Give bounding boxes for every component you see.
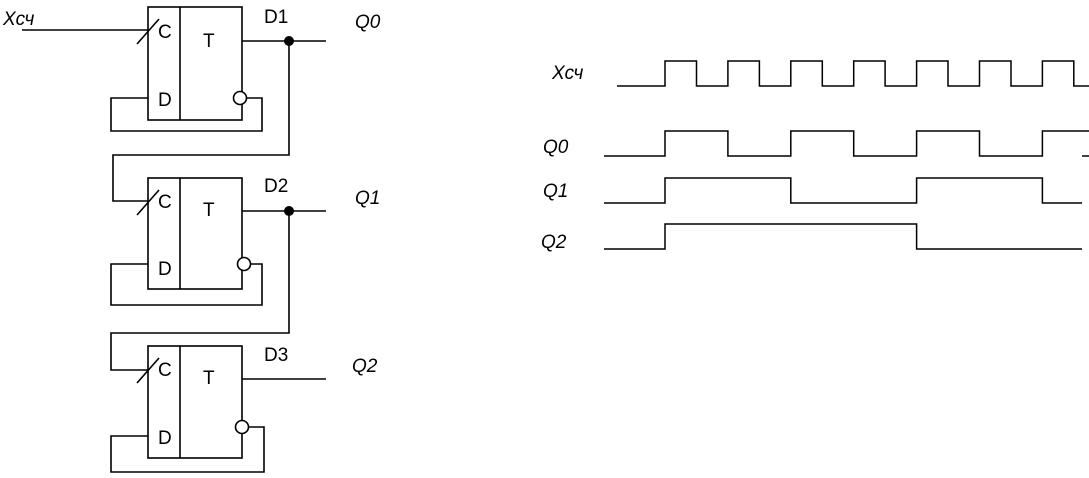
waveform-q0 [604, 130, 1089, 157]
timing-label-q2: Q2 [541, 232, 567, 253]
flipflop-d2-type: T [203, 200, 215, 221]
waveform-xсч [617, 60, 1089, 87]
output-label-q0: Q0 [355, 12, 381, 33]
flipflop-d2-clock-edge-mark [136, 189, 160, 216]
waveform-q2 [604, 223, 1082, 250]
flipflop-d3-clock-edge-mark [136, 357, 160, 384]
flipflop-d1-pin-c: C [158, 22, 172, 43]
flipflop-d1-inverted-output [232, 90, 248, 106]
clock-wire-d1-d2 [112, 41, 290, 202]
flipflop-d3-body [147, 345, 243, 459]
flipflop-d3-feedback-wire [110, 426, 265, 473]
flipflop-d1-clock-edge-mark [136, 18, 160, 45]
flipflop-d3-pin-d: D [158, 428, 172, 449]
flipflop-d2-inverted-output [236, 256, 252, 272]
flipflop-d3: C D T D3 Q2 [110, 345, 378, 473]
flipflop-d1-pin-d: D [158, 90, 172, 111]
timing-label-xсч: Xсч [551, 63, 584, 84]
output-label-q1: Q1 [355, 188, 380, 209]
flipflop-d2-feedback-wire [110, 263, 263, 306]
flipflop-d2-body [147, 177, 243, 290]
flipflop-d1-body [147, 6, 243, 121]
flipflop-d3-pin-c: C [158, 360, 172, 381]
flipflop-d3-name: D3 [264, 345, 288, 366]
flipflop-d1-type: T [203, 31, 215, 52]
flipflop-d2-name: D2 [264, 176, 288, 197]
timing-label-q1: Q1 [543, 181, 568, 202]
flipflop-d3-type: T [203, 368, 215, 389]
flipflop-d1: C D T D1 Q0 [110, 6, 381, 132]
clock-wire-d2-d3 [110, 211, 290, 371]
flipflop-d2: C D T D2 Q1 [110, 176, 380, 306]
input-label: Xсч [2, 9, 35, 30]
flipflop-d1-name: D1 [264, 7, 288, 28]
flipflop-d2-pin-c: C [158, 192, 172, 213]
waveform-q1 [604, 177, 1082, 204]
output-label-q2: Q2 [352, 356, 378, 377]
flipflop-d2-pin-d: D [158, 259, 172, 280]
flipflop-d3-inverted-output [234, 419, 250, 435]
flipflop-d1-feedback-wire [110, 97, 263, 132]
timing-label-q0: Q0 [543, 137, 569, 158]
